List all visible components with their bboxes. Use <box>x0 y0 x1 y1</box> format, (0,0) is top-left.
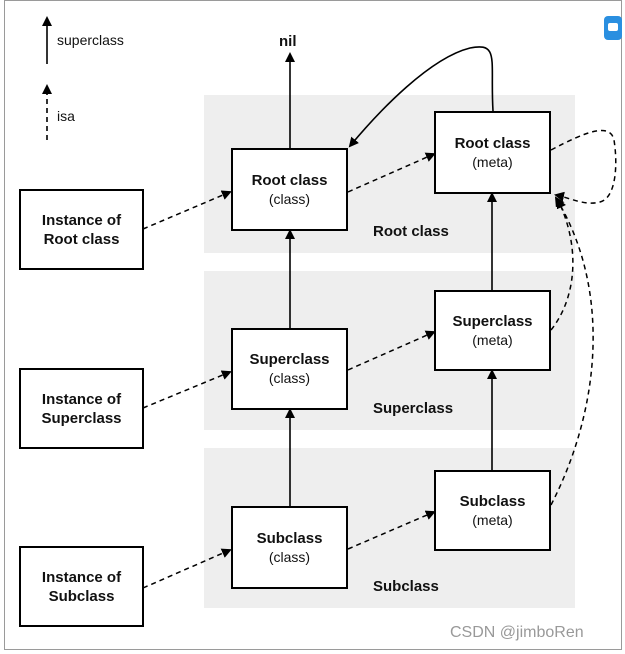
isa-arrow-instance-root <box>142 190 232 230</box>
isa-arrow-superclass-to-supermeta <box>347 330 436 371</box>
superclass-arrow-rootmeta-to-rootclass-curve <box>348 46 494 148</box>
instance-root-line1: Instance of <box>41 211 122 229</box>
band-label-subclass: Subclass <box>373 578 439 595</box>
subclass-class-name: Subclass <box>256 529 323 547</box>
root-class-name: Root class <box>251 171 328 189</box>
subclass-class-box: Subclass (class) <box>231 506 348 589</box>
instance-root-line2: Root class <box>43 230 120 248</box>
nil-label: nil <box>279 33 297 50</box>
superclass-meta-box: Superclass (meta) <box>434 290 551 371</box>
band-label-root-class: Root class <box>373 223 449 240</box>
instance-subclass-box: Instance of Subclass <box>19 546 144 627</box>
instance-superclass-line2: Superclass <box>41 409 122 427</box>
app-badge-icon[interactable] <box>604 16 622 40</box>
watermark-text: CSDN @jimboRen <box>450 624 584 641</box>
superclass-meta-kind: (meta) <box>472 331 513 348</box>
instance-superclass-box: Instance of Superclass <box>19 368 144 449</box>
subclass-meta-name: Subclass <box>459 492 526 510</box>
band-label-superclass: Superclass <box>373 400 454 417</box>
legend-superclass-label: superclass <box>57 32 124 48</box>
isa-arrow-instance-superclass <box>142 370 232 409</box>
isa-arrow-rootmeta-self-loop <box>550 129 617 204</box>
root-class-kind: (class) <box>268 190 311 207</box>
instance-subclass-line1: Instance of <box>41 568 122 586</box>
instance-superclass-line1: Instance of <box>41 390 122 408</box>
root-meta-name: Root class <box>454 134 531 152</box>
subclass-meta-kind: (meta) <box>472 511 513 528</box>
isa-arrow-instance-subclass <box>142 548 232 589</box>
isa-arrow-subclass-to-submeta <box>347 510 436 550</box>
root-meta-box: Root class (meta) <box>434 111 551 194</box>
isa-arrow-rootclass-to-rootmeta <box>347 152 436 193</box>
isa-arrow-supermeta-to-rootmeta <box>550 198 574 331</box>
subclass-class-kind: (class) <box>268 548 311 565</box>
root-meta-kind: (meta) <box>472 153 513 170</box>
legend-isa-label: isa <box>57 108 75 124</box>
subclass-meta-box: Subclass (meta) <box>434 470 551 551</box>
instance-subclass-line2: Subclass <box>48 587 115 605</box>
superclass-meta-name: Superclass <box>452 312 533 330</box>
superclass-class-box: Superclass (class) <box>231 328 348 410</box>
superclass-class-kind: (class) <box>268 370 311 386</box>
instance-root-box: Instance of Root class <box>19 189 144 270</box>
root-class-box: Root class (class) <box>231 148 348 231</box>
superclass-class-name: Superclass <box>249 351 330 368</box>
